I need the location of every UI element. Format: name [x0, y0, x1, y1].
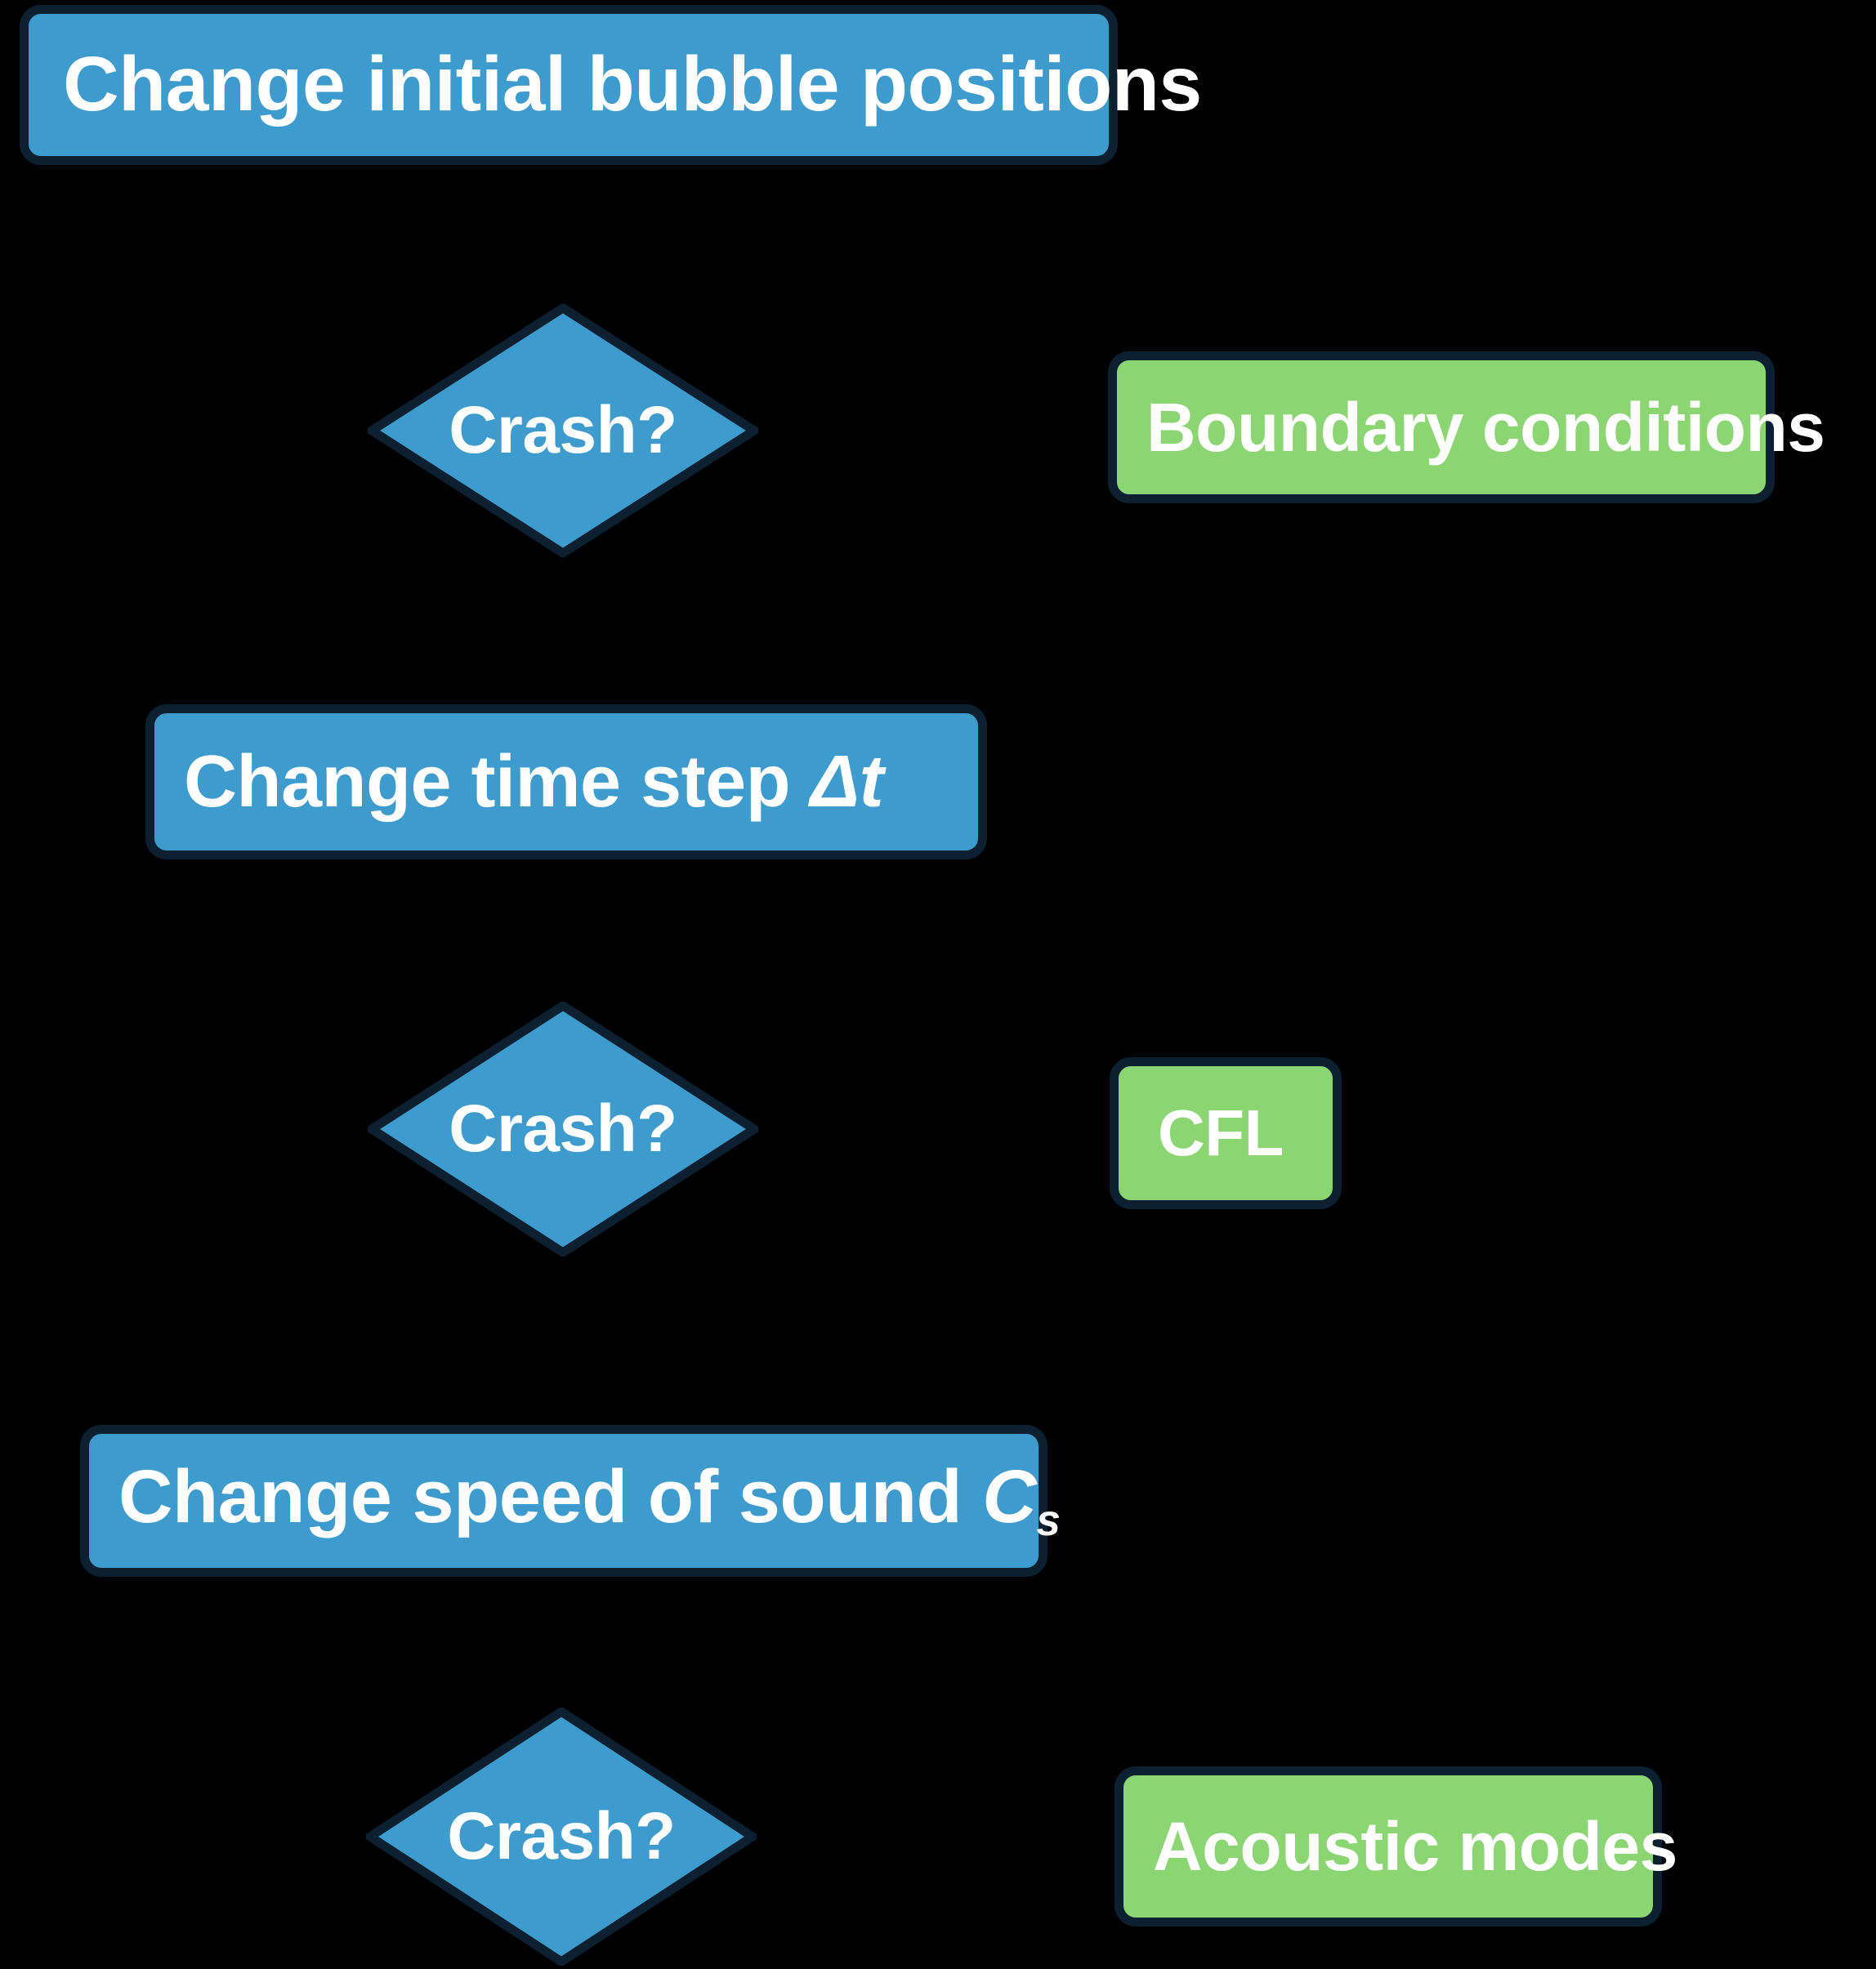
node-label: Boundary conditions — [1146, 388, 1825, 466]
node-change-initial-bubble-positions[interactable]: Change initial bubble positions — [20, 5, 1202, 165]
node-boundary-conditions[interactable]: Boundary conditions — [1108, 351, 1825, 503]
node-label: Crash? — [449, 392, 677, 467]
diamond-shape-icon — [366, 1708, 757, 1966]
node-label-subscript-s: s — [1036, 1496, 1061, 1545]
node-label-symbol-delta-t: Δt — [810, 740, 884, 823]
node-label: Crash? — [449, 1091, 677, 1166]
node-decision-crash-3[interactable]: Crash? — [366, 1708, 757, 1966]
node-label: CFL — [1158, 1096, 1284, 1169]
node-decision-crash-1[interactable]: Crash? — [368, 304, 758, 557]
node-label: Crash? — [447, 1798, 676, 1873]
node-label-symbol-c: C — [982, 1454, 1037, 1538]
diamond-shape-icon — [368, 304, 758, 557]
node-label-text: Change speed of sound — [118, 1454, 983, 1538]
diamond-shape-icon — [368, 1002, 758, 1257]
node-label-text: Change time step — [184, 740, 811, 823]
node-label: Change time step Δt — [154, 743, 978, 821]
node-change-time-step[interactable]: Change time step Δt — [145, 704, 987, 859]
node-label: Change initial bubble positions — [63, 41, 1202, 128]
node-label: Acoustic modes — [1153, 1807, 1677, 1885]
node-cfl[interactable]: CFL — [1110, 1057, 1342, 1209]
node-decision-crash-2[interactable]: Crash? — [368, 1002, 758, 1257]
node-label: Change speed of sound Cs — [89, 1458, 1089, 1544]
node-change-speed-of-sound[interactable]: Change speed of sound Cs — [80, 1425, 1061, 1577]
node-acoustic-modes[interactable]: Acoustic modes — [1114, 1766, 1677, 1927]
